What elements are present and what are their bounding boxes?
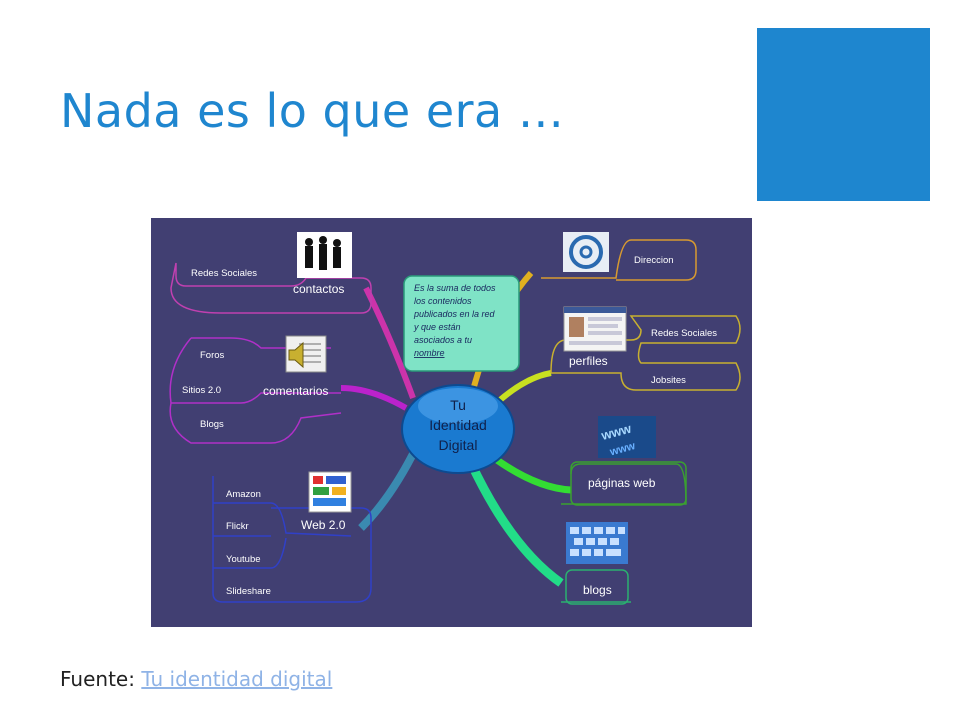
comentarios-item-blogs: Blogs [200,419,224,430]
web20-item-slideshare: Slideshare [226,586,271,597]
www-icon: www www [598,416,656,459]
source-label: Fuente: [60,667,142,691]
contactos-item: Redes Sociales [191,268,257,279]
definition-line-4: y que están [413,322,461,332]
speaker-document-icon [285,335,327,373]
profile-page-icon [563,306,627,352]
definition-line-2: los contenidos [414,296,472,306]
source-link[interactable]: Tu identidad digital [141,667,333,691]
web20-item-flickr: Flickr [226,521,249,532]
comentarios-item-sitios: Sitios 2.0 [182,385,221,396]
slide-title: Nada es lo que era … [60,84,565,138]
contactos-label: contactos [293,282,344,296]
perfiles-item-jobsites: Jobsites [651,375,686,386]
definition-line-6: nombre [414,348,445,358]
source-line: Fuente: Tu identidad digital [60,667,332,691]
definition-line-5: asociados a tu [414,335,472,345]
paginas-label: páginas web [588,476,656,490]
definition-line-1: Es la suma de todos [414,283,496,293]
perfiles-label: perfiles [569,354,608,368]
web20-item-youtube: Youtube [226,554,261,565]
definition-line-3: publicados en la red [413,309,496,319]
comentarios-item-foros: Foros [200,350,225,361]
keyboard-icon [566,522,628,564]
blogs-label: blogs [583,583,612,597]
definition-box [403,275,520,372]
web20-label: Web 2.0 [301,518,346,532]
web20-item-amazon: Amazon [226,489,261,500]
comentarios-label: comentarios [263,384,328,398]
web20-grid-icon [308,471,352,513]
people-silhouettes-icon [297,232,352,278]
center-line-3: Digital [439,437,478,453]
identity-mindmap: Redes Sociales contactos Foros Sitios 2.… [151,218,752,627]
center-line-2: Identidad [429,417,487,433]
direccion-label: Direccion [634,255,674,266]
at-sign-icon [563,232,609,272]
perfiles-item-redes: Redes Sociales [651,328,717,339]
center-line-1: Tu [450,397,466,413]
accent-square [757,28,930,201]
